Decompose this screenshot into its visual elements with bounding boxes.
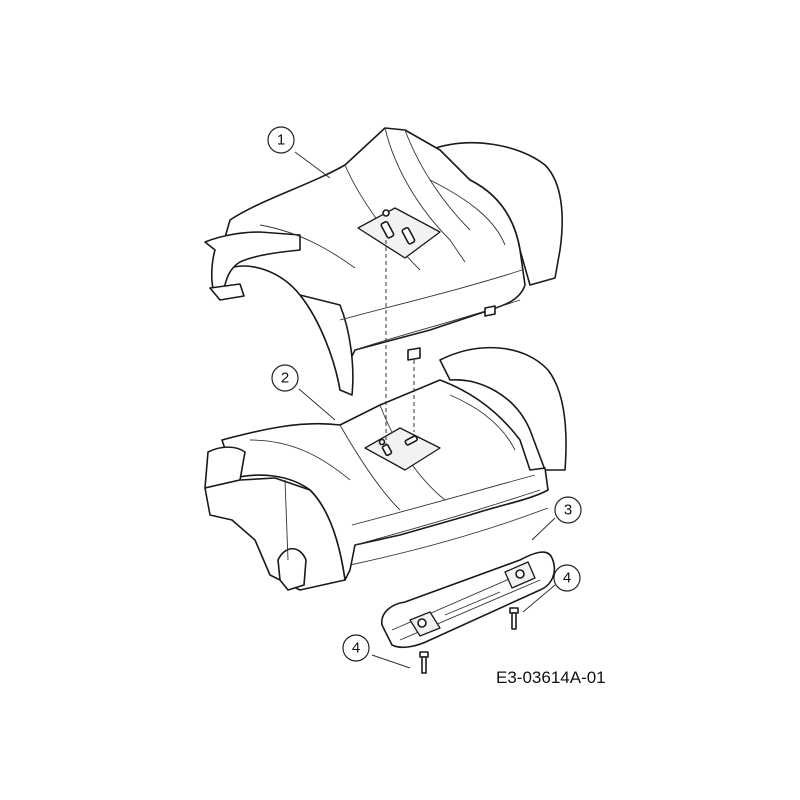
callout-4-left: 4 <box>342 634 370 662</box>
alignment-lines <box>385 240 415 445</box>
callout-1-label: 1 <box>277 132 285 149</box>
callout-2: 2 <box>271 364 299 392</box>
callout-leaders <box>294 151 556 669</box>
callout-3-label: 3 <box>564 502 572 519</box>
callout-4-right: 4 <box>553 564 581 592</box>
part-1-upper-cover <box>204 127 563 396</box>
callout-4-left-label: 4 <box>352 640 360 657</box>
callout-2-label: 2 <box>281 370 289 387</box>
part-3-bracket <box>381 551 556 648</box>
callout-4-right-label: 4 <box>563 570 571 587</box>
drawing-code: E3-03614A-01 <box>496 668 606 687</box>
part-4-screw-right <box>509 607 519 630</box>
part-4-screw-left <box>419 651 429 674</box>
callout-3: 3 <box>554 496 582 524</box>
callout-1: 1 <box>267 126 295 154</box>
part-2-lower-cover <box>204 346 567 591</box>
